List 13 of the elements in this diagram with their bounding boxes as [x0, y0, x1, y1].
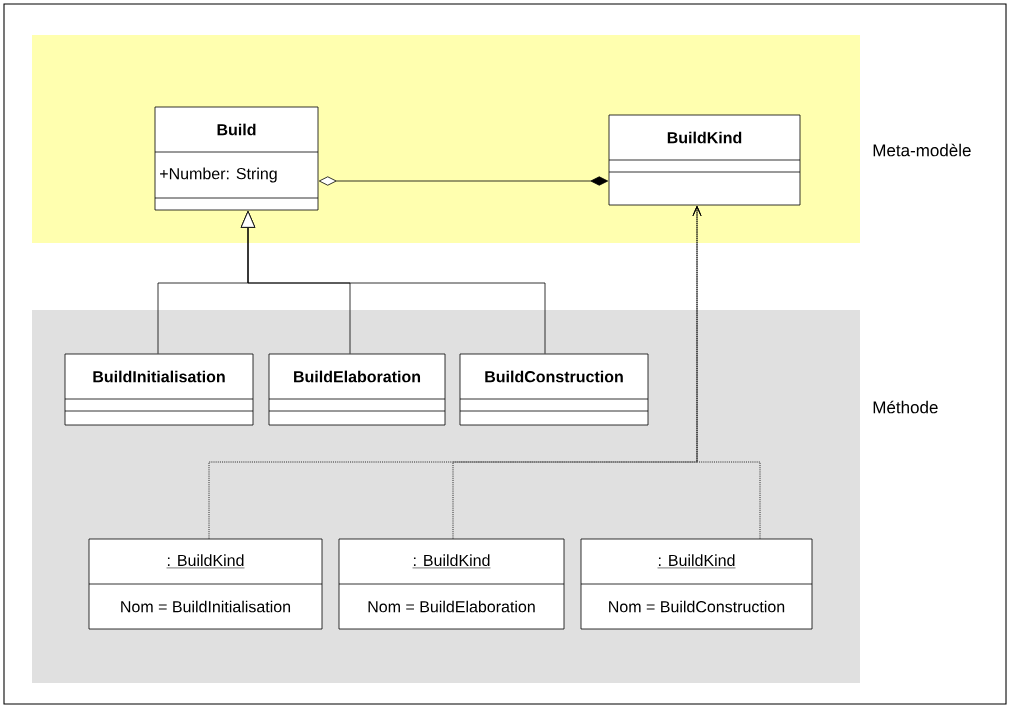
dependency-arrow [692, 206, 761, 539]
association-line [318, 176, 609, 186]
object-box: : BuildKind Nom = BuildInitialisation [88, 538, 323, 630]
band-label: Méthode [873, 400, 938, 414]
band-label: Meta-modèle [873, 143, 971, 157]
class-box: BuildInitialisation [64, 353, 254, 426]
class-box: Build +Number: String [154, 106, 319, 211]
class-box: BuildElaboration [268, 353, 446, 426]
inheritance-arrow [240, 211, 546, 354]
class-box: BuildKind [608, 114, 801, 206]
class-box: BuildConstruction [459, 353, 649, 426]
object-box: : BuildKind Nom = BuildConstruction [580, 538, 813, 630]
object-box: : BuildKind Nom = BuildElaboration [338, 538, 565, 630]
